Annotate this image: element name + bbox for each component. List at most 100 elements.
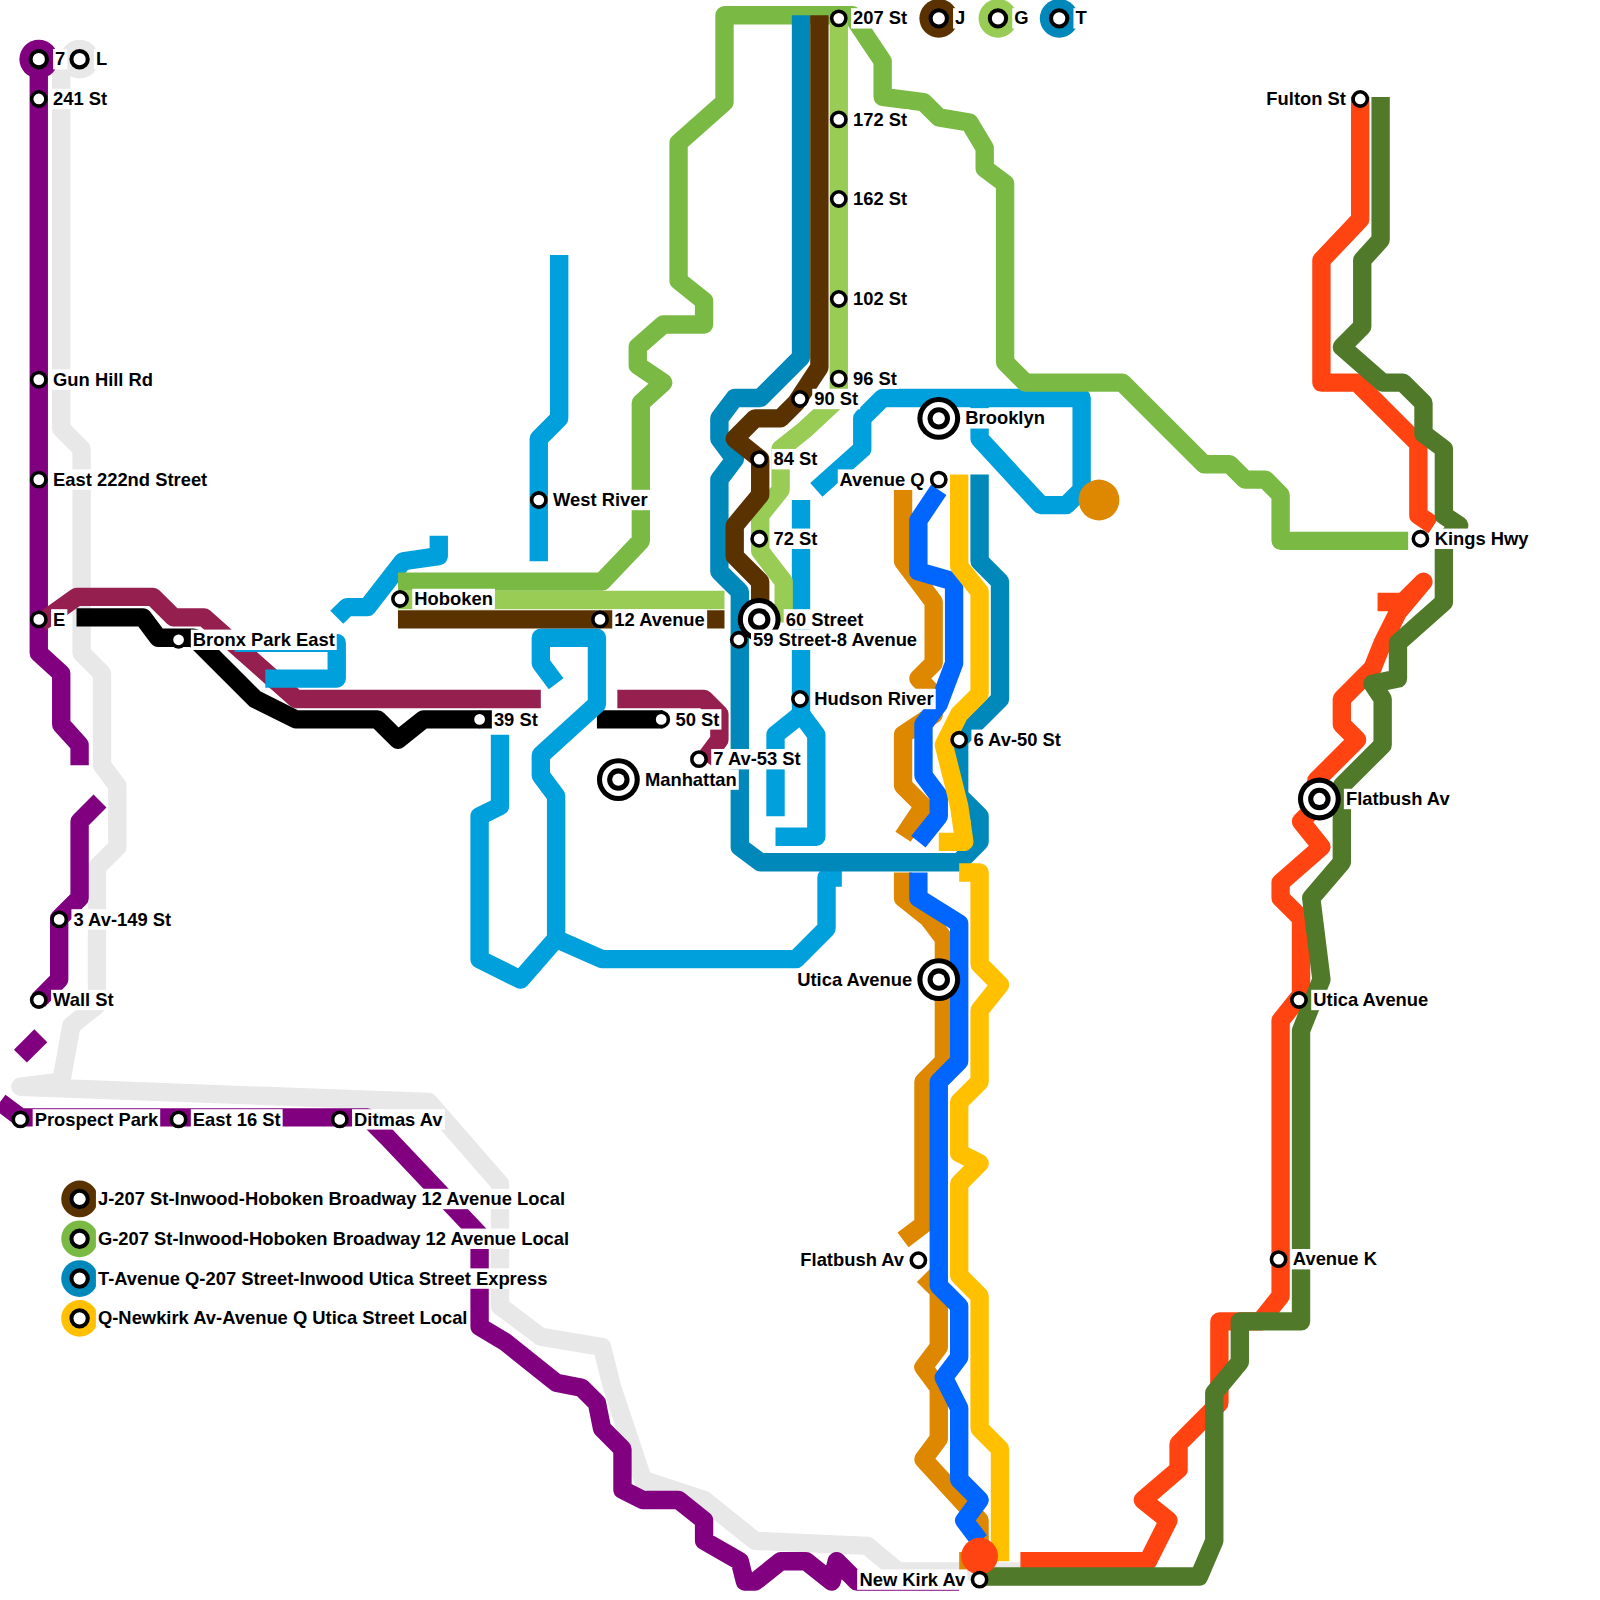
- station-label: 72 St: [771, 529, 819, 549]
- station-dot: [171, 633, 185, 647]
- station-dot: [32, 993, 46, 1007]
- station-label: Hudson River: [812, 689, 936, 709]
- station-label: Flatbush Av: [1344, 789, 1452, 809]
- station-dot: [171, 1112, 185, 1126]
- station-label: 162 St: [851, 189, 909, 209]
- station-label: East 222nd Street: [51, 469, 209, 489]
- interchange-ring: [933, 412, 945, 424]
- station-label: 7 Av-53 St: [711, 749, 803, 769]
- station-dot: [1413, 532, 1427, 546]
- station-label: 7: [53, 49, 67, 69]
- line-blue-light: [539, 255, 559, 561]
- station-dot: [832, 192, 846, 206]
- interchange-ring: [597, 758, 640, 801]
- station-label: 96 St: [851, 368, 899, 388]
- line-blue: [918, 872, 979, 1540]
- station-label: Avenue Q: [837, 469, 926, 489]
- line-blue-light: [480, 638, 597, 980]
- line-blue-light: [556, 878, 842, 960]
- station-label: 172 St: [851, 109, 909, 129]
- line-q: [939, 474, 980, 841]
- station-label: 84 St: [771, 449, 819, 469]
- line-bullet: [931, 10, 947, 26]
- station-dot: [52, 912, 66, 926]
- station-dot: [732, 633, 746, 647]
- line-dark-green: [980, 97, 1460, 1577]
- station-dot: [832, 371, 846, 385]
- station-label: 90 St: [812, 389, 860, 409]
- legend-text: G-207 St-Inwood-Hoboken Broadway 12 Aven…: [96, 1229, 571, 1249]
- station-dot: [752, 452, 766, 466]
- station-label: Wall St: [51, 990, 116, 1010]
- station-dot: [13, 1112, 27, 1126]
- station-label: 12 Avenue: [612, 609, 707, 629]
- station-label: Bronx Park East: [191, 630, 337, 650]
- line-7: [39, 59, 80, 765]
- station-label: Kings Hwy: [1433, 529, 1531, 549]
- station-label: Hoboken: [412, 589, 495, 609]
- interchange-ring: [933, 973, 945, 985]
- interchange-ring: [917, 397, 960, 440]
- legend-text: J-207 St-Inwood-Hoboken Broadway 12 Aven…: [96, 1189, 567, 1209]
- station-dot: [952, 733, 966, 747]
- interchange-ring: [1303, 783, 1336, 816]
- station-dot: [333, 1112, 347, 1126]
- station-dot: [932, 472, 946, 486]
- station-label: Utica Avenue: [1311, 990, 1430, 1010]
- station-dot: [793, 392, 807, 406]
- line-7: [20, 1036, 40, 1056]
- station-label: 50 St: [673, 709, 721, 729]
- station-dot: [1292, 993, 1306, 1007]
- line-black: [77, 617, 500, 739]
- legend-swatch: [61, 1260, 98, 1297]
- interchange-ring: [922, 963, 955, 996]
- station-dot: [654, 712, 668, 726]
- station-label: 39 St: [492, 709, 540, 729]
- station-dot: [32, 372, 46, 386]
- station-dot: [793, 692, 807, 706]
- station-dot: [32, 612, 46, 626]
- interchange-ring: [1298, 778, 1341, 821]
- station-label: Manhattan: [643, 769, 739, 789]
- line-blue-light: [776, 714, 817, 836]
- line-7: [39, 801, 100, 1000]
- legend-swatch: [61, 1220, 98, 1257]
- station-label: J: [953, 8, 967, 28]
- station-label: G: [1012, 8, 1030, 28]
- station-dot: [532, 493, 546, 507]
- station-dot: [692, 752, 706, 766]
- station-label: 3 Av-149 St: [71, 909, 173, 929]
- interchange-ring: [917, 958, 960, 1001]
- station-label: 6 Av-50 St: [971, 730, 1063, 750]
- legend-text: T-Avenue Q-207 Street-Inwood Utica Stree…: [96, 1268, 550, 1288]
- station-dot: [972, 1572, 986, 1586]
- station-dot: [32, 92, 46, 106]
- station-label: Utica Avenue: [795, 969, 914, 989]
- station-dot: [832, 11, 846, 25]
- station-dot: [472, 712, 486, 726]
- station-label: Gun Hill Rd: [51, 369, 155, 389]
- line-7: [0, 1102, 959, 1582]
- station-dot: [593, 612, 607, 626]
- station-label: E: [51, 609, 67, 629]
- station-label: East 16 St: [191, 1109, 283, 1129]
- station-label: West River: [551, 490, 650, 510]
- line-bullet: [71, 51, 87, 67]
- station-label: L: [94, 49, 109, 69]
- station-label: 207 St: [851, 8, 909, 28]
- station-dot: [393, 592, 407, 606]
- interchange-ring: [748, 608, 770, 630]
- interchange-ring: [753, 613, 765, 625]
- station-dot: [32, 472, 46, 486]
- station-dot: [911, 1253, 925, 1267]
- station-dot: [1271, 1252, 1285, 1266]
- line-j: [735, 15, 820, 617]
- interchange-ring: [922, 402, 955, 435]
- station-label: Fulton St: [1264, 89, 1348, 109]
- legend-swatch: [61, 1181, 98, 1218]
- interchange-ring: [928, 968, 950, 990]
- legend-text: Q-Newkirk Av-Avenue Q Utica Street Local: [96, 1308, 470, 1328]
- line-blue-light: [816, 398, 1081, 505]
- line-bullet: [990, 10, 1006, 26]
- interchange-ring: [1313, 793, 1325, 805]
